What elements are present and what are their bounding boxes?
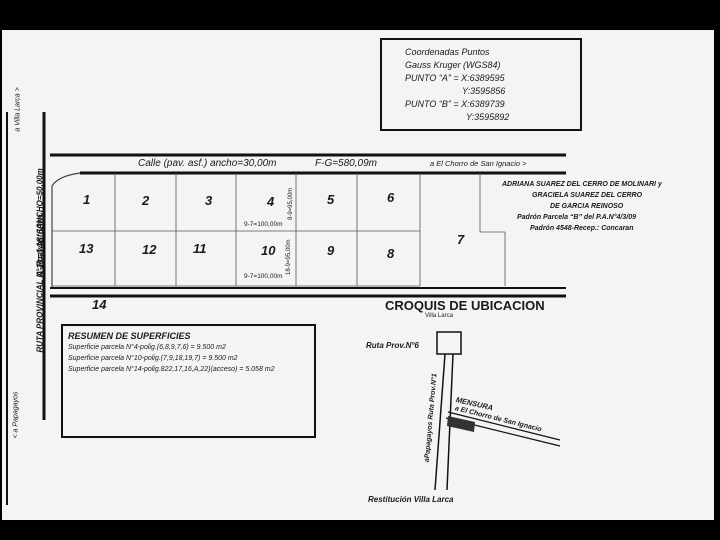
villa-larca-top-label: a Villa Larca > <box>14 87 22 132</box>
croquis-title: CROQUIS DE UBICACION <box>385 298 545 313</box>
ruta1-line-a <box>434 353 446 491</box>
paper-background <box>2 30 714 520</box>
parcel-1: 1 <box>83 192 91 207</box>
parcel-8: 8 <box>387 246 395 261</box>
owners-line-1: ADRIANA SUAREZ DEL CERRO DE MOLINARI y <box>502 181 662 188</box>
chorro-road-a <box>447 411 561 441</box>
point-a-x: PUNTO “A” = X:6389595 <box>405 73 505 83</box>
summary-title: RESUMEN DE SUPERFICIES <box>68 331 191 341</box>
fg-label: F-G=580,09m <box>315 158 377 169</box>
summary-box <box>61 324 316 438</box>
dim-189: 18-9=95,00m <box>286 239 292 275</box>
croquis-subtitle: Villa Larca <box>425 313 453 319</box>
parcel-6: 6 <box>387 190 395 205</box>
coordinates-title-2: Gauss Kruger (WGS84) <box>405 60 501 70</box>
coordinates-title-1: Coordenadas Puntos <box>405 47 490 57</box>
parcel-5: 5 <box>327 192 335 207</box>
summary-row-1: Superficie parcela N°4-polig.(6,8,9,7,6)… <box>68 344 226 351</box>
ruta6-label: Ruta Prov.N°6 <box>366 341 419 350</box>
restitucion-label: Restitución Villa Larca <box>368 495 454 504</box>
parcel-13: 13 <box>79 241 94 256</box>
parcel-14: 14 <box>92 297 107 312</box>
parcel-11: 11 <box>193 241 207 256</box>
parcel-10: 10 <box>261 243 276 258</box>
parcel-4: 4 <box>267 194 275 209</box>
parcel-3: 3 <box>205 193 213 208</box>
point-a-y: Y:3595856 <box>462 86 506 96</box>
parcel-12: 12 <box>142 242 157 257</box>
point-b-y: Y:3595892 <box>466 112 510 122</box>
mensura-parcel <box>447 416 475 432</box>
parcel-corner <box>51 172 81 287</box>
calle-label: Calle (pav. asf.) ancho=30,00m <box>138 158 277 169</box>
parcel-dividers <box>114 173 506 286</box>
summary-row-2: Superficie parcela N°10-polig.(7,9,18,19… <box>68 355 238 362</box>
owners-line-5: Padrón 4548-Recep.: Concaran <box>530 225 634 232</box>
summary-row-3: Superficie parcela N°14-polig.822,17,16,… <box>68 366 275 373</box>
coordinates-box <box>380 38 582 131</box>
point-b-x: PUNTO “B” = X:6389739 <box>405 99 505 109</box>
dim-89: 8-9=95,00m <box>288 187 294 220</box>
parcel-9: 9 <box>327 243 335 258</box>
dim-97-lower: 9-7=100,00m <box>244 273 283 280</box>
parcel-7: 7 <box>457 232 465 247</box>
parcel-2: 2 <box>142 193 150 208</box>
owners-line-4: Padrón Parcela “B” del P.A.N°4/3/09 <box>517 214 636 221</box>
chorro-label: a El Chorro de San Ignacio > <box>430 159 527 168</box>
ruta6-marker <box>436 331 462 355</box>
owners-line-2: GRACIELA SUAREZ DEL CERRO <box>532 192 643 199</box>
owners-line-3: DE GARCIA REINOSO <box>550 203 624 210</box>
dim-97-upper: 9-7=100,00m <box>244 221 283 228</box>
papagayos-label: < a Papagayos <box>12 391 20 439</box>
ab-label: A-B=146,60m <box>35 214 47 278</box>
